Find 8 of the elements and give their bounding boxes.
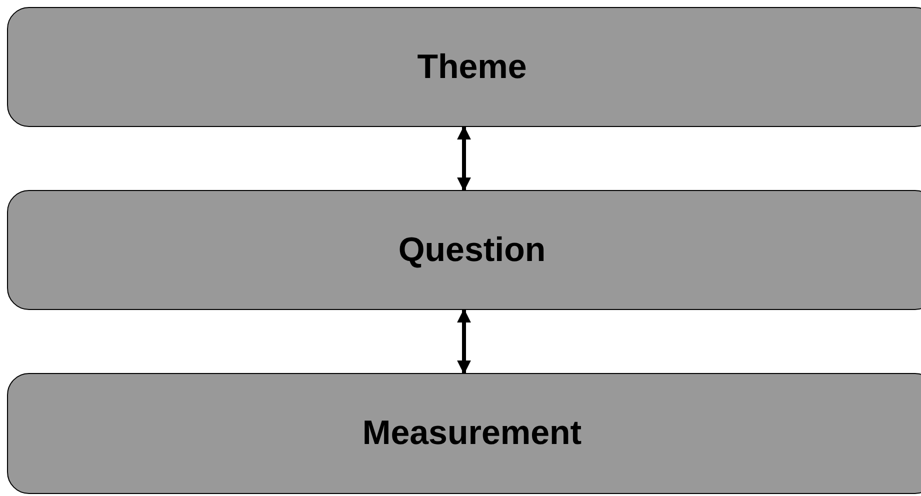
box-label: Measurement	[362, 414, 582, 453]
box-label: Question	[398, 230, 546, 270]
process-box	[7, 7, 921, 127]
double-arrow	[457, 308, 471, 374]
double-arrow	[457, 126, 471, 192]
process-box	[7, 190, 921, 310]
process-box	[7, 373, 921, 494]
box-label: Theme	[417, 48, 527, 86]
